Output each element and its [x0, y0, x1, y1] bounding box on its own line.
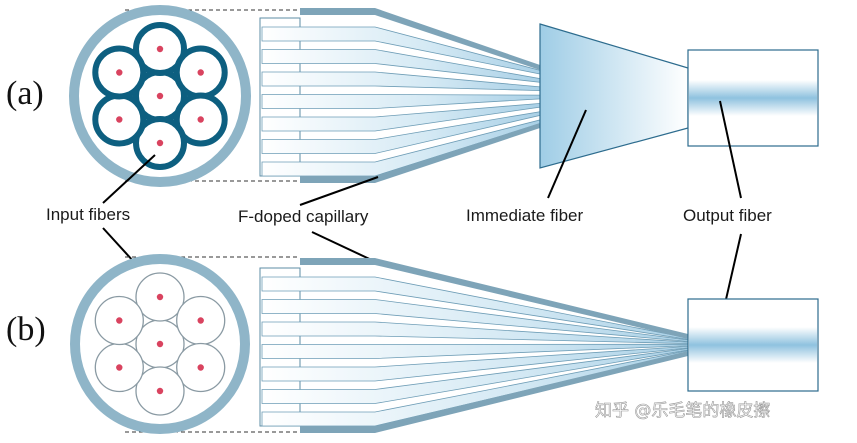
input-fiber-core [197, 317, 204, 324]
input-fiber-core [156, 340, 164, 348]
label-immediate-fiber: Immediate fiber [466, 206, 583, 225]
input-fiber-core [156, 45, 164, 53]
watermark: 知乎 @乐毛笔的橡皮擦 [595, 401, 770, 421]
input-fiber-core [116, 116, 123, 123]
fiber-stripes [261, 26, 541, 177]
output-fiber-a [687, 49, 819, 147]
input-fiber-core [197, 364, 204, 371]
leader-output-a [719, 100, 742, 199]
bundle-cross-section-a [69, 5, 251, 187]
output-fiber-b [687, 298, 819, 392]
label-input-fibers: Input fibers [46, 205, 130, 224]
input-fiber-core [156, 387, 164, 395]
input-fiber-core [197, 116, 204, 123]
panel-a-label: (a) [6, 75, 44, 112]
input-fiber-core [197, 69, 204, 76]
immediate-fiber [539, 23, 689, 169]
label-output-fiber: Output fiber [683, 206, 772, 225]
leader-input-a [102, 154, 156, 204]
label-capillary: F-doped capillary [238, 207, 369, 226]
input-fiber-core [156, 92, 164, 100]
bundle-cross-section-b [70, 254, 250, 434]
fiber-stripes [261, 276, 689, 427]
input-fiber-core [116, 317, 123, 324]
input-fiber-core [156, 293, 164, 301]
leader-capillary-b [311, 231, 379, 264]
panel-b-label: (b) [6, 311, 46, 348]
fiber-stripe [261, 94, 541, 109]
callouts: Input fibers F-doped capillary Immediate… [46, 100, 772, 344]
capillary-wall-top [300, 8, 540, 70]
immediate-fiber-body [539, 23, 689, 169]
input-fiber-core [116, 69, 123, 76]
capillary-b [259, 258, 689, 433]
output-fiber-core [689, 327, 817, 363]
panel-b: (b) [6, 254, 819, 434]
input-fiber-core [116, 364, 123, 371]
output-fiber-core [689, 80, 817, 116]
input-fiber-group [92, 22, 228, 170]
capillary-a [259, 8, 541, 183]
panel-a: (a) [6, 5, 819, 187]
leader-immediate [547, 109, 587, 199]
input-fiber-core [156, 139, 164, 147]
capillary-wall-bottom [300, 123, 540, 183]
input-fiber-group [94, 272, 226, 416]
leader-capillary-a [299, 176, 379, 206]
